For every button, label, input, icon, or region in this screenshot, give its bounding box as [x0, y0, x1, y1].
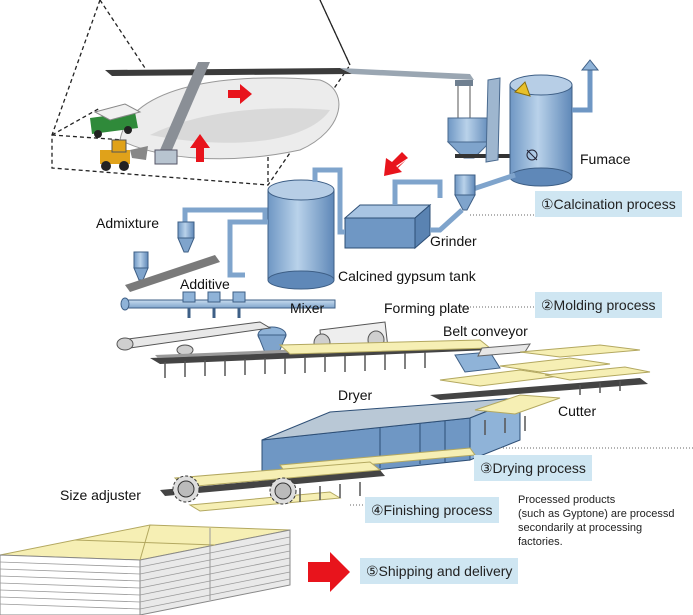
- calcined-gypsum-tank-label: Calcined gypsum tank: [338, 268, 476, 284]
- transfer-pipe: [467, 172, 516, 194]
- dryer-label: Dryer: [338, 387, 373, 403]
- saw-blade-icon: [269, 477, 297, 505]
- leader-lines: [350, 214, 693, 506]
- grinder-label: Grinder: [430, 233, 477, 249]
- processed-products-note: Processed products (such as Gyptone) are…: [518, 493, 675, 549]
- shipping-arrow-icon: [308, 552, 350, 592]
- grinder: [343, 203, 432, 250]
- note-line: secondarily at processing: [518, 522, 643, 534]
- furnace: [509, 59, 600, 187]
- overhead-conveyor: [105, 68, 352, 76]
- bucket-elevator: [485, 77, 501, 163]
- dryer: [261, 394, 561, 483]
- dump-truck-icon: [90, 103, 142, 138]
- cutter-label: Cutter: [558, 403, 597, 419]
- belt-conveyor-label: Belt conveyor: [443, 323, 528, 339]
- shipping-delivery-label: ⑤Shipping and delivery: [360, 558, 519, 584]
- finishing-process-label: ④Finishing process: [365, 497, 499, 523]
- flow-arrow-icon: [228, 84, 252, 104]
- note-line: Processed products: [518, 494, 616, 506]
- calcined-gypsum-tank: [267, 179, 335, 290]
- flow-arrow-icon: [384, 152, 408, 176]
- admixture-label: Admixture: [96, 215, 160, 231]
- additive-label: Additive: [180, 276, 230, 292]
- belt-conveyor: [116, 321, 492, 364]
- admixture-hopper: [125, 207, 268, 292]
- cyclone: [454, 174, 476, 211]
- flow-arrow-icon: [190, 134, 210, 162]
- note-line: (such as Gyptone) are processd: [518, 508, 675, 520]
- board-stacks: [0, 524, 291, 615]
- calcination-process-label: ①Calcination process: [535, 191, 682, 217]
- forming-plate-label: Forming plate: [384, 300, 470, 316]
- mixer-label: Mixer: [290, 300, 325, 316]
- cut-boards: [439, 344, 651, 387]
- wheel-loader-icon: [100, 139, 148, 171]
- furnace-label: Fumace: [580, 151, 631, 167]
- feed-hopper: [446, 80, 515, 159]
- cutter: [454, 343, 531, 373]
- drying-process-label: ③Drying process: [474, 455, 592, 481]
- size-adjuster-label: Size adjuster: [60, 487, 141, 503]
- note-line: factories.: [518, 536, 563, 548]
- saw-blade-icon: [172, 475, 200, 503]
- additive-hoppers: [120, 291, 336, 318]
- inclined-conveyor: [160, 62, 210, 150]
- conveyor-legs: [164, 352, 426, 378]
- molding-process-label: ②Molding process: [535, 292, 662, 318]
